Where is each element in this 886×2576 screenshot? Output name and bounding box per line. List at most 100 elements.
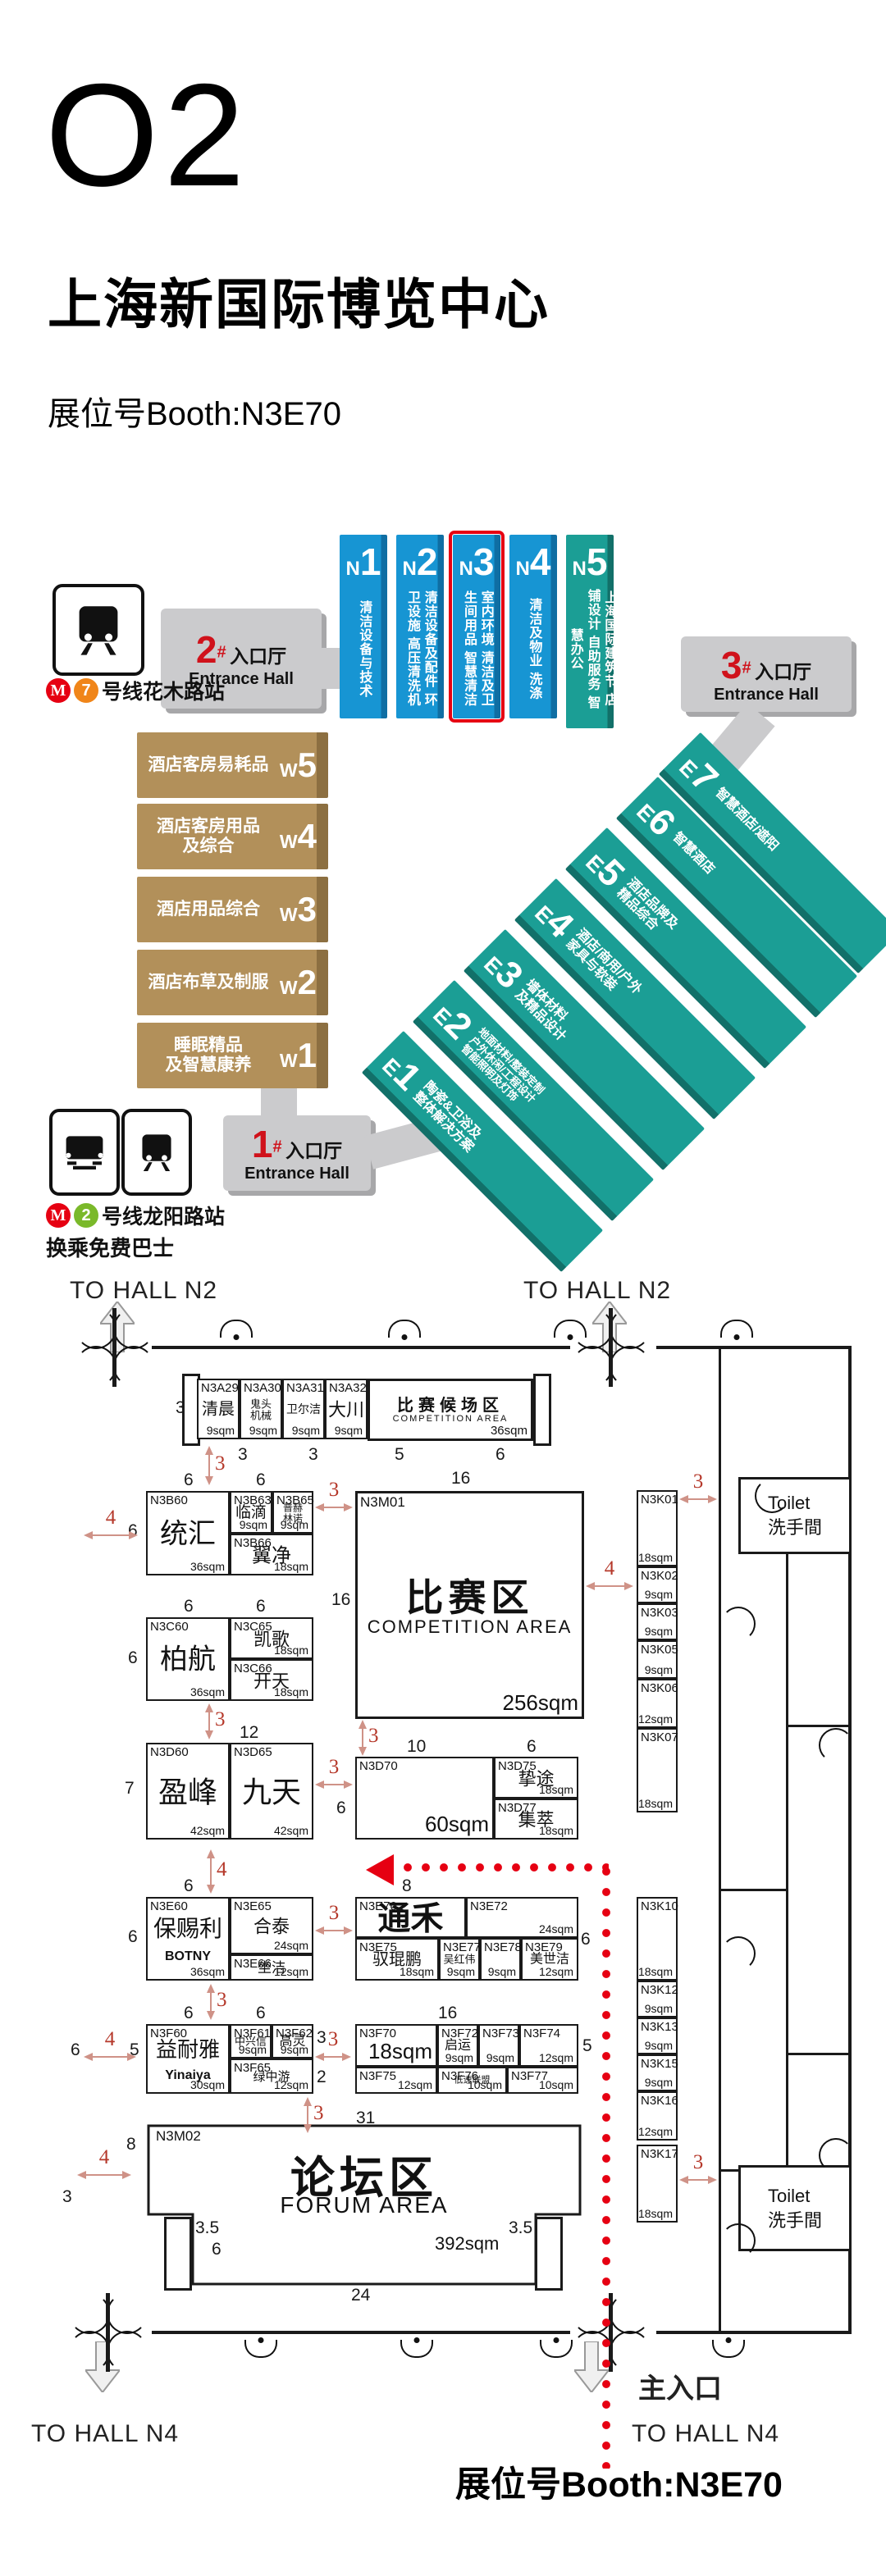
red-dimension: 3 <box>205 1446 226 1485</box>
dimension-label: 16 <box>331 1590 351 1609</box>
door-arc-icon <box>819 1728 853 1762</box>
dimension-label: 6 <box>128 1927 138 1946</box>
train-icon <box>53 584 144 676</box>
ceiling-fixture-icon <box>540 2337 573 2358</box>
dimension-label: 10 <box>407 1737 427 1756</box>
door-arc-icon <box>721 1936 756 1971</box>
dimension-label: 6 <box>184 1876 194 1895</box>
dimension-label: 6 <box>184 1470 194 1489</box>
wall <box>848 1346 852 2334</box>
wall <box>152 1346 570 1349</box>
main-entrance-label: 主入口 <box>638 2373 722 2405</box>
ceiling-fixture-icon <box>712 2337 745 2358</box>
wall <box>788 1725 852 1727</box>
dimension-label: 5 <box>395 1445 404 1464</box>
dimension-label: 6 <box>496 1445 505 1464</box>
booth-number-bottom: 展位号Booth:N3E70 <box>455 2465 783 2505</box>
to-hall-n4-left: TO HALL N4 <box>31 2420 180 2447</box>
wall <box>656 2331 852 2334</box>
metro-line2-caption: M 2 号线龙阳路站 <box>46 1201 225 1230</box>
dimension-label: 5 <box>130 2040 139 2059</box>
door-icon <box>75 1308 154 1387</box>
wall <box>164 2217 192 2291</box>
dimension-label: 6 <box>581 1930 591 1949</box>
page-title: 上海新国际博览中心 <box>48 274 550 335</box>
door-arc-icon <box>819 2138 853 2173</box>
dimension-label: 2 <box>317 2068 327 2086</box>
wall <box>788 2053 852 2055</box>
red-dimension: 3 <box>315 1902 353 1935</box>
red-dimension: 4 <box>84 2028 136 2061</box>
train-icon <box>121 1109 192 1196</box>
red-dimension: 3 <box>679 2151 717 2184</box>
wall <box>786 1554 788 2169</box>
dimension-label: 6 <box>256 1597 266 1616</box>
red-dimension: 3 <box>205 1703 226 1739</box>
door-post <box>112 1308 116 1387</box>
dimension-label: 3 <box>317 2028 327 2047</box>
dimension-label: 3 <box>238 1445 248 1464</box>
dimension-label: 5 <box>582 2036 592 2055</box>
metro-logo-icon: M <box>46 678 71 703</box>
wall <box>535 2217 563 2291</box>
wall <box>152 2331 570 2334</box>
door-post <box>609 1308 613 1387</box>
to-hall-n4-right: TO HALL N4 <box>632 2420 780 2447</box>
ceiling-fixture-icon <box>388 1320 421 1340</box>
door-arc-icon <box>755 1479 789 1513</box>
red-dimension: 4 <box>77 2146 131 2179</box>
dimension-label: 6 <box>128 1521 138 1540</box>
red-dimension: 3 <box>207 1984 227 2020</box>
forum-size: 392sqm <box>435 2233 500 2254</box>
red-dimension: 4 <box>207 1849 227 1894</box>
line7-badge: 7 <box>74 678 98 703</box>
dimension-label: 3 <box>176 1398 185 1417</box>
door-icon <box>572 2293 651 2372</box>
dimension-label: 6 <box>256 1470 266 1489</box>
forum-en: FORUM AREA <box>280 2192 449 2218</box>
door-icon <box>572 1308 651 1387</box>
entrance-hall-2: 2# 入口厅 Entrance Hall <box>161 609 322 709</box>
dimension-label: 6 <box>128 1648 138 1667</box>
dimension-label: 12 <box>240 1723 259 1742</box>
page-number: O2 <box>45 53 250 217</box>
wall <box>721 1889 786 1891</box>
line2-badge: 2 <box>74 1203 98 1228</box>
wall <box>719 1349 721 2331</box>
dimension-label: 6 <box>256 2004 266 2022</box>
red-dimension: 3 <box>359 1720 379 1756</box>
red-dimension: 3 <box>315 1479 353 1511</box>
dimension-label: 3.5 <box>195 2218 220 2237</box>
door-arc-icon <box>721 2223 756 2258</box>
forum-cn: 论坛区 <box>290 2154 438 2203</box>
